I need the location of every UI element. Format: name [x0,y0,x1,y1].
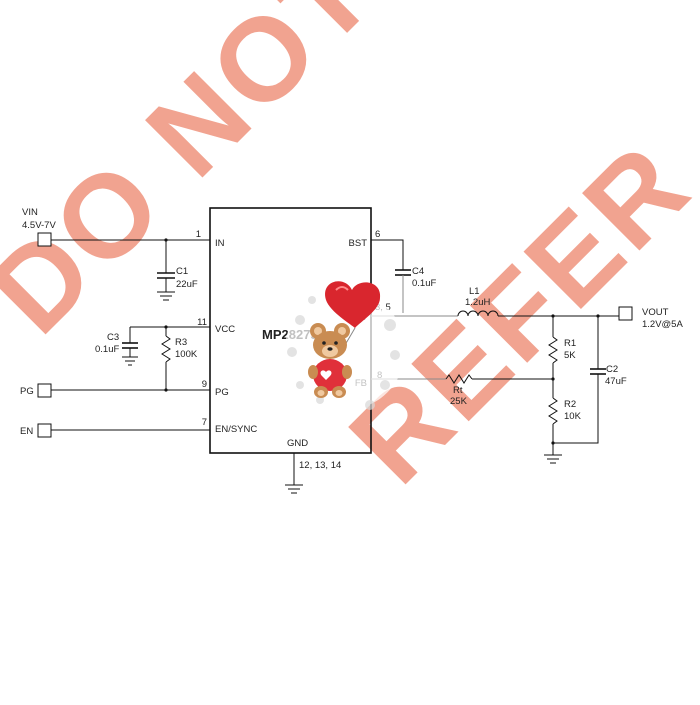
inductor-l1: L1 1.2uH [457,286,499,317]
pin-number-in: 1 [196,229,201,240]
pin-number-pg: 9 [202,379,207,390]
rt-ref: Rt [453,385,463,396]
c1-ref: C1 [176,266,188,277]
vout-terminal [618,306,633,321]
vin-range: 4.5V-7V [22,220,56,231]
r2-ref: R2 [564,399,576,410]
c3-ref: C3 [107,332,119,343]
pin-number-vcc: 11 [197,317,207,328]
pin-number-en: 7 [202,417,207,428]
capacitor-c2: C2 47uF [553,316,627,444]
ground-icon [285,484,303,494]
watermark: DO NOT REFER [0,0,700,508]
capacitor-c1: C1 22uF [157,240,198,301]
r3-value: 100K [175,349,198,360]
c1-value: 22uF [176,279,198,290]
vout-spec: 1.2V@5A [642,319,683,330]
l1-value: 1.2uH [465,297,490,308]
pin-label-pg: PG [215,387,229,398]
pg-terminal [37,383,52,398]
pin-number-gnd: 12, 13, 14 [299,460,341,471]
r1-ref: R1 [564,338,576,349]
capacitor-c4: C4 0.1uF [371,239,436,313]
port-vout: VOUT 1.2V@5A [618,306,683,330]
pin-label-bst: BST [349,238,368,249]
c4-ref: C4 [412,266,424,277]
pg-label: PG [20,386,34,397]
rt-value: 25K [450,396,468,407]
ground-icon [122,356,138,366]
ground-icon [157,291,175,301]
pin-label-gnd: GND [287,438,308,449]
pin-label-in: IN [215,238,225,249]
vin-label: VIN [22,207,38,218]
capacitor-c3: C3 0.1uF [95,327,138,366]
c2-value: 47uF [605,376,627,387]
ground-icon [544,454,562,464]
ic-ground [285,453,303,494]
en-terminal [37,423,52,438]
r2-value: 10K [564,411,582,422]
en-label: EN [20,426,33,437]
pin-label-vcc: VCC [215,324,235,335]
port-vin: VIN 4.5V-7V [22,207,56,247]
teddy-bear-with-heart-balloon-icon [285,281,405,410]
port-pg: PG [20,383,52,398]
resistor-r2: R2 10K [548,397,582,455]
c3-value: 0.1uF [95,344,119,355]
r1-value: 5K [564,350,576,361]
r3-ref: R3 [175,337,187,348]
c2-ref: C2 [606,364,618,375]
vout-label: VOUT [642,307,669,318]
resistor-r3: R3 100K [161,327,198,390]
c4-value: 0.1uF [412,278,436,289]
port-en: EN [20,423,52,438]
pin-number-bst: 6 [375,229,380,240]
vin-terminal [37,232,52,247]
pin-label-en: EN/SYNC [215,424,257,435]
resistor-rt: Rt 25K [445,374,553,407]
l1-ref: L1 [469,286,480,297]
